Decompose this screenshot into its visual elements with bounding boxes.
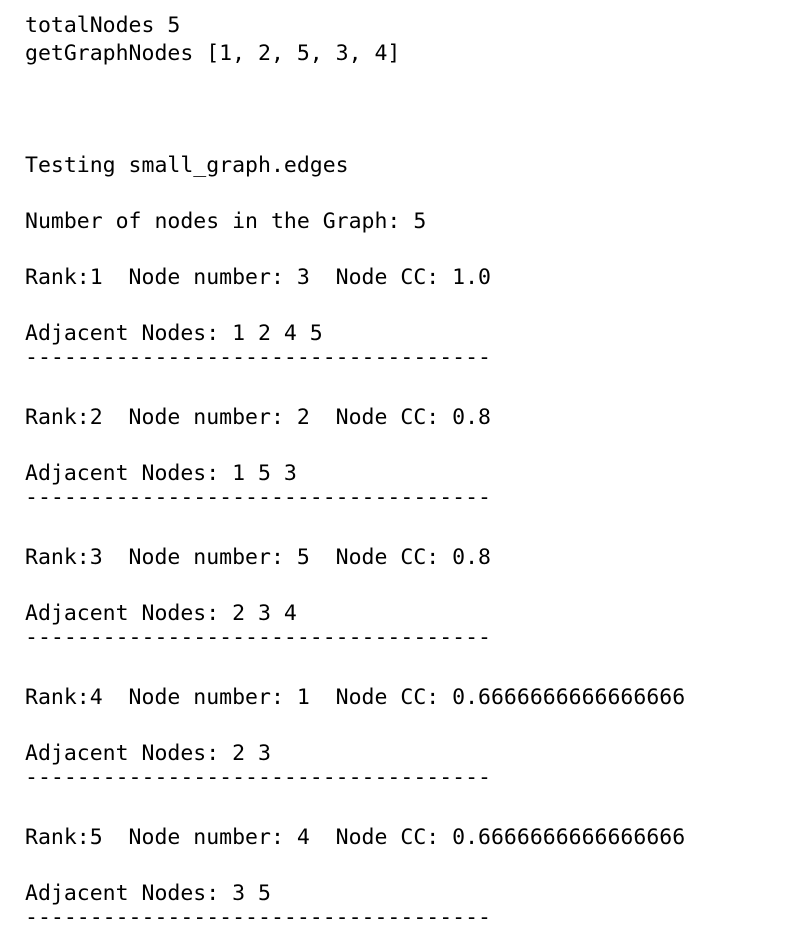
rank-entry-line-5: Rank:5 Node number: 4 Node CC: 0.6666666… — [25, 825, 686, 850]
testing-file-line: Testing small_graph.edges — [25, 153, 349, 178]
entry-separator-4: ------------------------------------ — [25, 765, 491, 790]
entry-separator-2: ------------------------------------ — [25, 485, 491, 510]
adjacent-nodes-line-5: Adjacent Nodes: 3 5 — [25, 881, 271, 906]
total-nodes-line: totalNodes 5 — [25, 13, 181, 38]
rank-entry-line-4: Rank:4 Node number: 1 Node CC: 0.6666666… — [25, 685, 686, 710]
get-graph-nodes-line: getGraphNodes [1, 2, 5, 3, 4] — [25, 41, 401, 66]
rank-entry-line-3: Rank:3 Node number: 5 Node CC: 0.8 — [25, 545, 491, 570]
adjacent-nodes-line-2: Adjacent Nodes: 1 5 3 — [25, 461, 297, 486]
adjacent-nodes-line-4: Adjacent Nodes: 2 3 — [25, 741, 271, 766]
rank-entry-line-1: Rank:1 Node number: 3 Node CC: 1.0 — [25, 265, 491, 290]
entry-separator-1: ------------------------------------ — [25, 345, 491, 370]
node-count-line: Number of nodes in the Graph: 5 — [25, 209, 427, 234]
entry-separator-5: ------------------------------------ — [25, 905, 491, 930]
rank-entry-line-2: Rank:2 Node number: 2 Node CC: 0.8 — [25, 405, 491, 430]
adjacent-nodes-line-3: Adjacent Nodes: 2 3 4 — [25, 601, 297, 626]
adjacent-nodes-line-1: Adjacent Nodes: 1 2 4 5 — [25, 321, 323, 346]
entry-separator-3: ------------------------------------ — [25, 625, 491, 650]
